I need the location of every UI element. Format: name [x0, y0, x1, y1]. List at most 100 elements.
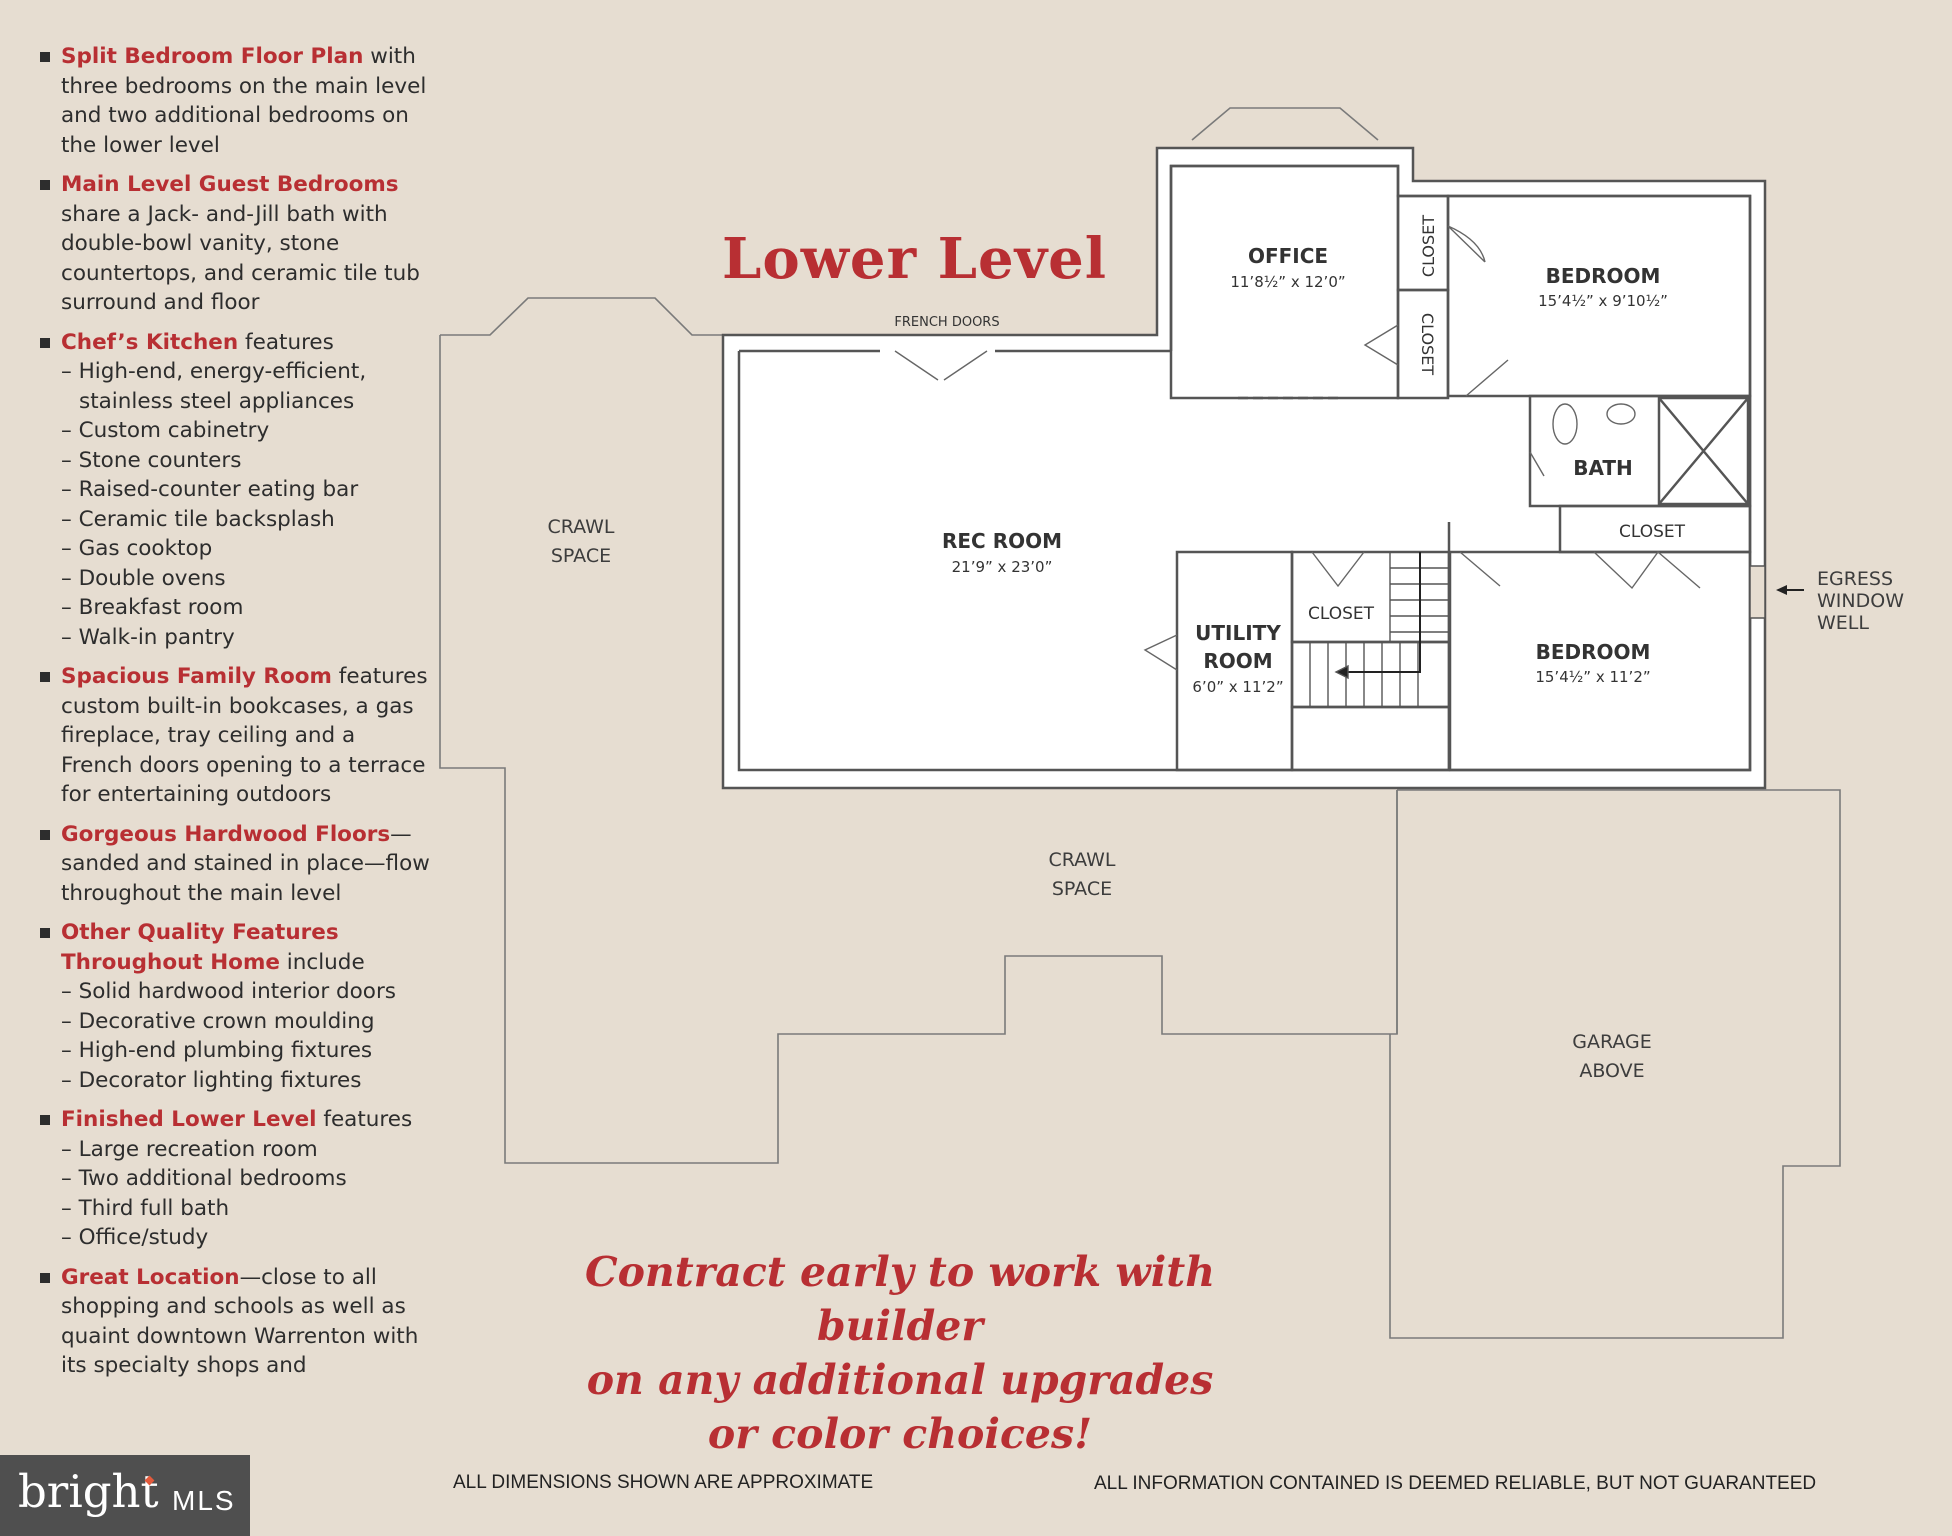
logo-wordmark: bright	[18, 1465, 159, 1518]
bright-mls-logo: bright MLS	[0, 1455, 250, 1536]
feature-subitem: – Third full bath	[61, 1195, 230, 1221]
feature-text: Finished Lower Level features	[61, 1105, 432, 1135]
feature-subitem: – Gas cooktop	[61, 536, 213, 561]
feature-subitem: – High-end, energy-efficient, stainless …	[61, 359, 367, 414]
utility-room-dimensions: 6’0” x 11’2”	[1192, 678, 1283, 696]
bullet-icon	[40, 180, 50, 190]
feature-list: Split Bedroom Floor Plan with three bedr…	[40, 42, 432, 1391]
bullet-icon	[40, 1115, 50, 1125]
bedroom-2-dimensions: 15’4½” x 11’2”	[1535, 668, 1650, 686]
feature-item: Split Bedroom Floor Plan with three bedr…	[40, 42, 432, 160]
closet-label-upper: CLOSET	[1419, 215, 1438, 277]
bullet-icon	[40, 52, 50, 62]
egress-window-well	[1749, 565, 1804, 619]
feature-item: Great Location—close to all shopping and…	[40, 1263, 432, 1381]
feature-description: features	[316, 1107, 413, 1132]
feature-heading: Chef’s Kitchen	[61, 329, 239, 355]
slogan: Contract early to work with builder on a…	[500, 1245, 1300, 1461]
feature-description: —close to all shopping and schools as we…	[61, 1264, 419, 1379]
utility-room-label-line-1: UTILITY	[1195, 621, 1281, 645]
feature-heading: Split Bedroom Floor Plan	[61, 44, 364, 69]
feature-subitem: – Double ovens	[61, 565, 226, 591]
bullet-icon	[40, 829, 50, 840]
feature-description: features	[238, 329, 334, 355]
crawl-space-center-line-2: SPACE	[1052, 878, 1112, 900]
rec-room-dimensions: 21’9” x 23’0”	[952, 558, 1053, 576]
bullet-icon	[40, 928, 50, 938]
stairs	[1309, 551, 1449, 707]
feature-heading: Spacious Family Room	[61, 664, 332, 689]
feature-subitem: – Large recreation room	[61, 1136, 318, 1162]
crawl-space-left-line-2: SPACE	[551, 545, 611, 567]
feature-item: Spacious Family Room features custom bui…	[40, 662, 432, 810]
feature-item: Gorgeous Hardwood Floors—sanded and stai…	[40, 820, 432, 909]
feature-text: Split Bedroom Floor Plan with three bedr…	[61, 42, 432, 160]
french-doors-label: FRENCH DOORS	[894, 315, 999, 330]
bedroom-1-label: BEDROOM	[1546, 264, 1661, 288]
closet-label-right: CLOSET	[1619, 522, 1686, 542]
feature-description: features custom built-in bookcases, a ga…	[61, 664, 428, 807]
office-dimensions: 11’8½” x 12’0”	[1230, 273, 1345, 291]
feature-item: Main Level Guest Bedrooms share a Jack- …	[40, 170, 432, 318]
slogan-line-1: Contract early to work with builder	[584, 1248, 1216, 1350]
feature-item: Finished Lower Level features– Large rec…	[40, 1105, 432, 1253]
feature-text: Main Level Guest Bedrooms share a Jack- …	[61, 170, 432, 318]
feature-subitem: – Ceramic tile backsplash	[61, 506, 335, 532]
feature-heading: Finished Lower Level	[61, 1107, 317, 1132]
logo-suffix: MLS	[172, 1485, 236, 1516]
egress-label-line-3: WELL	[1817, 612, 1869, 634]
feature-description: with three bedrooms on the main level an…	[61, 44, 427, 158]
feature-heading: Great Location	[61, 1264, 240, 1290]
bedroom-2-label: BEDROOM	[1536, 640, 1651, 664]
feature-subitem: – Decorative crown moulding	[61, 1008, 375, 1034]
feature-text: Chef’s Kitchen features	[61, 328, 432, 358]
disclaimer-reliability: ALL INFORMATION CONTAINED IS DEEMED RELI…	[1094, 1473, 1817, 1494]
house-footprint	[721, 146, 1767, 790]
door-swings	[894, 225, 1701, 671]
bullet-icon	[40, 337, 50, 348]
egress-label-line-1: EGRESS	[1817, 568, 1893, 590]
feature-subitem: – Breakfast room	[61, 595, 244, 620]
disclaimer-dimensions: ALL DIMENSIONS SHOWN ARE APPROXIMATE	[453, 1472, 874, 1493]
slogan-line-3: or color choices!	[707, 1410, 1093, 1458]
bullet-icon	[40, 1272, 50, 1283]
bedroom-1-dimensions: 15’4½” x 9’10½”	[1538, 292, 1668, 310]
feature-text: Gorgeous Hardwood Floors—sanded and stai…	[61, 820, 432, 909]
feature-heading: Other Quality Features Throughout Home	[61, 920, 339, 975]
feature-description: include	[279, 949, 365, 975]
bullet-icon	[40, 672, 50, 682]
slogan-line-2: on any additional upgrades	[586, 1356, 1214, 1404]
feature-subitem: – Decorator lighting fixtures	[61, 1067, 362, 1093]
bath-label: BATH	[1573, 456, 1633, 480]
feature-subitem: – Solid hardwood interior doors	[61, 979, 396, 1004]
crawl-outline	[439, 107, 1841, 1339]
feature-text: Great Location—close to all shopping and…	[61, 1263, 432, 1381]
crawl-space-left-line-1: CRAWL	[547, 516, 614, 538]
rec-room-label: REC ROOM	[942, 529, 1062, 553]
feature-text: Other Quality Features Throughout Home i…	[61, 918, 432, 977]
closet-label-stairs: CLOSET	[1308, 604, 1375, 624]
feature-subitem: – Office/study	[61, 1225, 209, 1250]
feature-item: Other Quality Features Throughout Home i…	[40, 918, 432, 1095]
inner-walls	[737, 164, 1752, 772]
feature-description: share a Jack- and-Jill bath with double-…	[61, 201, 420, 316]
feature-text: Spacious Family Room features custom bui…	[61, 662, 432, 810]
feature-subitem: – Two additional bedrooms	[61, 1166, 347, 1191]
feature-subitem: – Walk-in pantry	[61, 624, 235, 650]
feature-subitem: – Custom cabinetry	[61, 418, 270, 443]
utility-room-label-line-2: ROOM	[1203, 649, 1272, 673]
feature-item: Chef’s Kitchen features– High-end, energ…	[40, 328, 432, 653]
feature-subitem: – Stone counters	[61, 447, 242, 473]
feature-description: —sanded and stained in place—flow throug…	[61, 821, 430, 906]
garage-above-line-1: GARAGE	[1572, 1031, 1652, 1053]
bath-fixtures	[1552, 403, 1636, 445]
feature-subitem: – High-end plumbing fixtures	[61, 1038, 373, 1063]
page-title: Lower Level	[722, 226, 1108, 292]
feature-heading: Gorgeous Hardwood Floors	[61, 821, 391, 847]
feature-subitem: – Raised-counter eating bar	[61, 477, 359, 502]
feature-heading: Main Level Guest Bedrooms	[61, 172, 399, 197]
closet-label-lower: CLOSET	[1418, 313, 1437, 375]
crawl-space-center-line-1: CRAWL	[1048, 849, 1115, 871]
egress-label-line-2: WINDOW	[1817, 590, 1904, 612]
